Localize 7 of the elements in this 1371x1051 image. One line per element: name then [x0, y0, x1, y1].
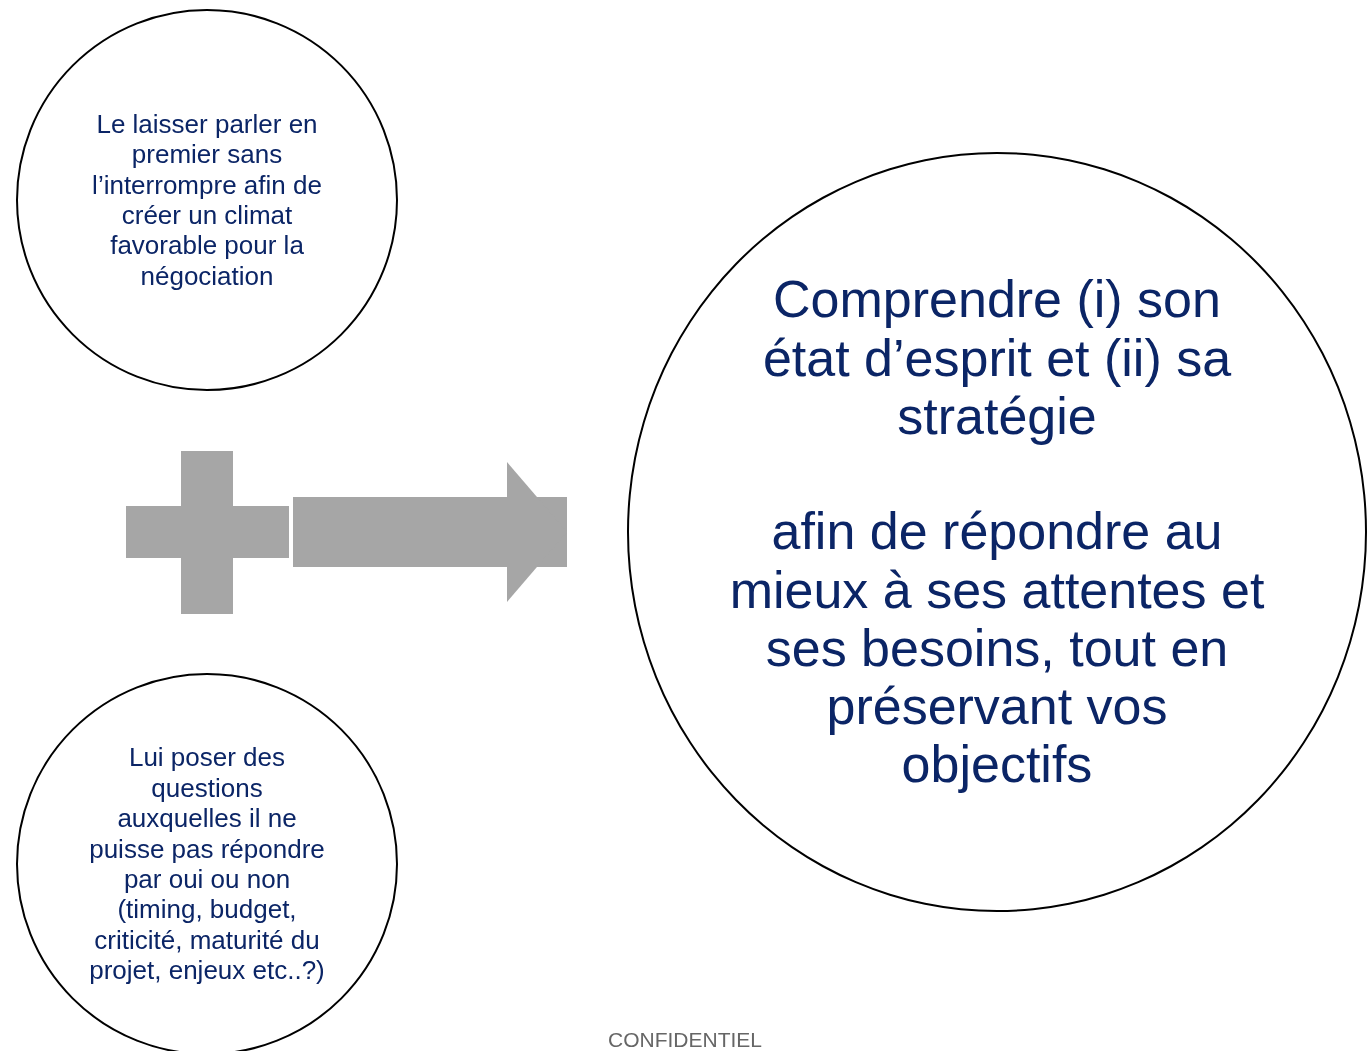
block-arrow	[293, 462, 567, 602]
body-text: Lui poser des questions auxquelles il ne puisse pas répondre par oui ou non (timing, budget, criticité, maturité du projet, enjeux etc..?)	[88, 742, 326, 986]
body-text: Le laisser parler en premier sans l’interrompre afin de créer un climat favorable pour la négociation	[91, 108, 323, 292]
plus-sign	[126, 451, 289, 614]
body-text: afin de répondre au mieux à ses attentes et ses besoins, tout en préservant vos objectifs	[729, 502, 1265, 794]
footer-note: CONFIDENTIEL	[607, 1028, 763, 1051]
heading-text: Comprendre (i) son état d’esprit et (ii) sa stratégie	[761, 270, 1233, 446]
